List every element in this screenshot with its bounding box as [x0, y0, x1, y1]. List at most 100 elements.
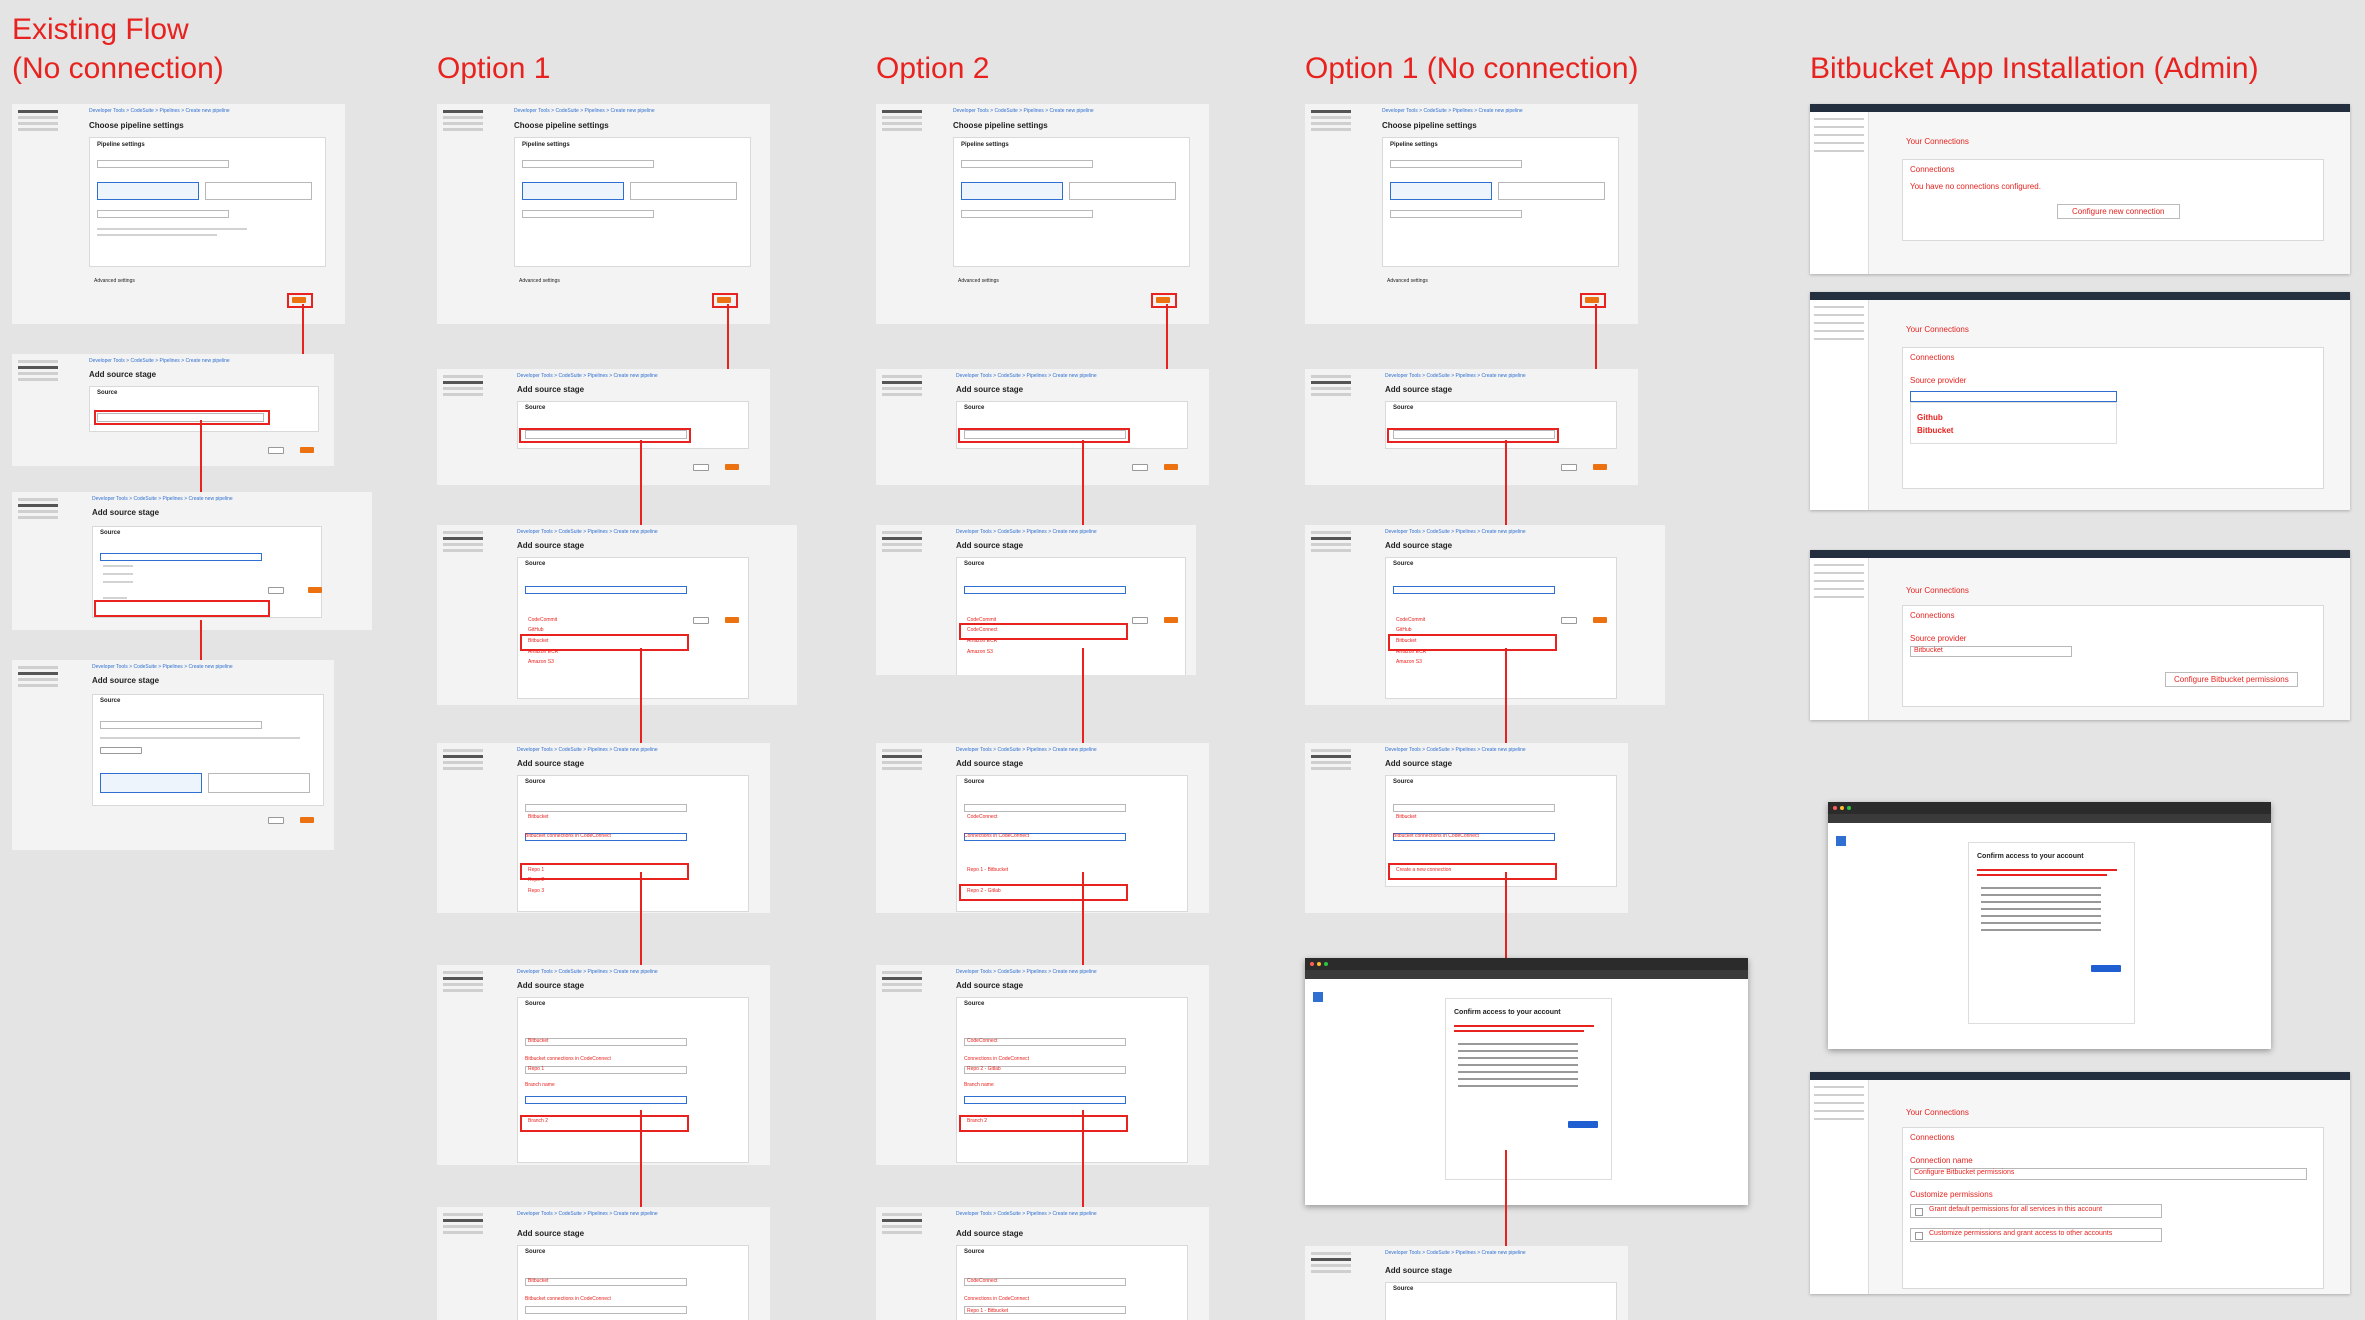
advanced-settings-toggle[interactable]: Advanced settings [94, 278, 135, 284]
source-provider-select[interactable] [525, 430, 687, 439]
provider-option-bitbucket[interactable]: Bitbucket [528, 638, 549, 644]
grant-default-permissions-option[interactable]: Grant default permissions for all servic… [1910, 1204, 2162, 1218]
source-provider-select[interactable] [97, 413, 264, 422]
source-search-input[interactable] [100, 553, 262, 561]
repo-option[interactable]: Repo 2 - Gitlab [967, 888, 1001, 894]
provider-option-codeconnect[interactable]: CodeConnect [967, 627, 998, 633]
advanced-settings-toggle[interactable]: Advanced settings [519, 278, 560, 284]
new-service-role-option[interactable] [1390, 182, 1492, 200]
existing-service-role-option[interactable] [205, 182, 312, 200]
source-search-input[interactable] [525, 586, 687, 594]
connection-name-input[interactable]: Configure Bitbucket permissions [1910, 1168, 2307, 1180]
connection-select[interactable] [964, 1306, 1126, 1314]
source-provider-select[interactable] [964, 804, 1126, 812]
source-provider-select[interactable] [525, 804, 687, 812]
provider-option[interactable]: CodeCommit [967, 617, 997, 623]
repo-option[interactable]: Repo 1 - Bitbucket [967, 867, 1009, 873]
pipeline-name-input[interactable] [522, 160, 654, 168]
previous-button[interactable] [268, 447, 284, 454]
grant-access-button[interactable] [1568, 1121, 1598, 1128]
previous-button[interactable] [1561, 617, 1577, 624]
connect-to-github-button[interactable] [100, 747, 142, 754]
pipeline-name-input[interactable] [1390, 160, 1522, 168]
branch-search-input[interactable] [964, 1096, 1126, 1104]
configure-bitbucket-permissions-button[interactable]: Configure Bitbucket permissions [2165, 672, 2298, 687]
previous-button[interactable] [1132, 464, 1148, 471]
source-search-input[interactable] [1393, 586, 1555, 594]
branch-option[interactable]: Branch 2 [528, 1118, 549, 1124]
next-button[interactable] [1156, 297, 1170, 303]
next-button[interactable] [1593, 464, 1607, 470]
source-provider-select[interactable] [1393, 430, 1555, 439]
provider-option[interactable]: Amazon ECR [967, 638, 998, 644]
next-button[interactable] [1593, 617, 1607, 623]
provider-option[interactable]: Amazon ECR [1396, 649, 1427, 655]
repo-search-input[interactable] [964, 833, 1126, 841]
connection-select[interactable] [964, 1066, 1126, 1074]
next-button[interactable] [725, 464, 739, 470]
source-provider-search[interactable] [1910, 391, 2117, 402]
source-provider-select[interactable] [964, 430, 1126, 439]
connection-select[interactable] [525, 1306, 687, 1314]
browser-address-bar[interactable] [1828, 814, 2271, 823]
next-button[interactable] [1164, 464, 1178, 470]
next-button[interactable] [1585, 297, 1599, 303]
provider-option[interactable]: CodeCommit [1396, 617, 1426, 623]
pipeline-name-input[interactable] [961, 160, 1093, 168]
role-name-input[interactable] [522, 210, 654, 218]
previous-button[interactable] [268, 817, 284, 824]
provider-option[interactable]: Amazon S3 [528, 659, 554, 665]
role-name-input[interactable] [97, 210, 229, 218]
previous-button[interactable] [693, 464, 709, 471]
customize-permissions-option[interactable]: Customize permissions and grant access t… [1910, 1228, 2162, 1242]
provider-option[interactable]: CodeCommit [528, 617, 558, 623]
role-name-input[interactable] [961, 210, 1093, 218]
repo-option[interactable]: Repo 3 [528, 888, 545, 894]
next-button[interactable] [308, 587, 322, 593]
source-provider-select[interactable] [100, 721, 262, 729]
existing-service-role-option[interactable] [630, 182, 737, 200]
previous-button[interactable] [693, 617, 709, 624]
pipeline-name-input[interactable] [97, 160, 229, 168]
repo-search-input[interactable] [525, 833, 687, 841]
previous-button[interactable] [1561, 464, 1577, 471]
source-provider-select[interactable] [1393, 804, 1555, 812]
previous-button[interactable] [268, 587, 284, 594]
bitbucket-option[interactable]: Bitbucket [1917, 426, 1954, 435]
repo-option[interactable]: Repo 2 [528, 877, 545, 883]
source-search-input[interactable] [964, 586, 1126, 594]
provider-option[interactable]: GitHub [528, 627, 544, 633]
create-connection-option[interactable]: Create a new connection [1396, 867, 1452, 873]
source-provider-select[interactable] [964, 1278, 1126, 1286]
branch-search-input[interactable] [525, 1096, 687, 1104]
webhooks-option[interactable] [100, 773, 202, 793]
next-button[interactable] [292, 297, 306, 303]
source-provider-select[interactable] [964, 1038, 1126, 1046]
grant-access-button[interactable] [2091, 965, 2121, 972]
provider-option[interactable]: Amazon ECR [528, 649, 559, 655]
source-provider-select[interactable]: Bitbucket [1910, 646, 2072, 657]
provider-option[interactable]: GitHub [1396, 627, 1412, 633]
provider-option-bitbucket[interactable]: Bitbucket [1396, 638, 1417, 644]
repo-option[interactable]: Repo 1 [528, 867, 545, 873]
next-button[interactable] [300, 817, 314, 823]
previous-button[interactable] [1132, 617, 1148, 624]
cancel-button[interactable] [262, 297, 276, 302]
next-button[interactable] [1164, 617, 1178, 623]
provider-option[interactable]: Amazon S3 [967, 649, 993, 655]
existing-service-role-option[interactable] [1069, 182, 1176, 200]
connection-select[interactable] [525, 1066, 687, 1074]
next-button[interactable] [717, 297, 731, 303]
next-button[interactable] [300, 447, 314, 453]
advanced-settings-toggle[interactable]: Advanced settings [1387, 278, 1428, 284]
new-service-role-option[interactable] [961, 182, 1063, 200]
source-provider-select[interactable] [525, 1038, 687, 1046]
advanced-settings-toggle[interactable]: Advanced settings [958, 278, 999, 284]
source-provider-select[interactable] [525, 1278, 687, 1286]
role-name-input[interactable] [1390, 210, 1522, 218]
browser-address-bar[interactable] [1305, 970, 1748, 979]
connection-search-input[interactable] [1393, 833, 1555, 841]
existing-service-role-option[interactable] [1498, 182, 1605, 200]
branch-option[interactable]: Branch 2 [967, 1118, 988, 1124]
configure-new-connection-button[interactable]: Configure new connection [2057, 204, 2180, 219]
